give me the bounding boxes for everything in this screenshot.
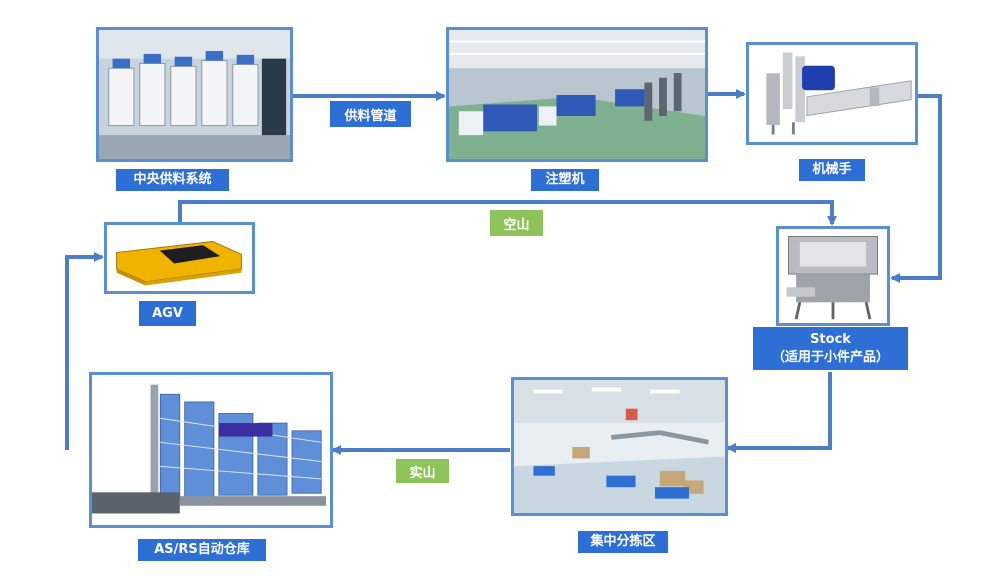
stock-machine-image <box>776 226 890 326</box>
empty-return-label: 空山 <box>490 210 543 236</box>
stock-label-line2: （适用于小件产品） <box>771 349 889 365</box>
injection-machine-label-text: 注塑机 <box>545 172 585 187</box>
arrow-robot-to-stock <box>890 94 942 283</box>
asrs-warehouse-label-text: AS/RS自动仓库 <box>154 542 250 557</box>
stock-label-line1: Stock <box>810 331 851 347</box>
injection-machine-label: 注塑机 <box>531 169 599 191</box>
asrs-warehouse-image <box>89 372 333 528</box>
robot-arm-image <box>746 42 918 145</box>
central-feed-system-label-text: 中央供料系统 <box>133 172 212 187</box>
arrow-asrs-to-agv <box>65 252 104 450</box>
sorting-area-image <box>511 377 728 516</box>
central-feed-system-label: 中央供料系统 <box>116 169 229 191</box>
empty-return-label-text: 空山 <box>503 217 530 233</box>
arrow-stock-to-sorting <box>726 372 832 453</box>
sorting-area-label-text: 集中分拣区 <box>590 534 656 549</box>
injection-machine-image <box>446 27 708 162</box>
full-transfer-label: 实山 <box>396 459 449 483</box>
feed-pipe-label-text: 供料管道 <box>344 108 397 124</box>
feed-pipe-label: 供料管道 <box>330 101 411 127</box>
robot-arm-label: 机械手 <box>799 159 865 181</box>
agv-label: AGV <box>139 301 196 326</box>
agv-image <box>104 222 255 294</box>
stock-label: Stock （适用于小件产品） <box>753 327 908 370</box>
robot-arm-label-text: 机械手 <box>812 162 852 177</box>
sorting-area-label: 集中分拣区 <box>578 531 668 553</box>
asrs-warehouse-label: AS/RS自动仓库 <box>138 539 266 561</box>
arrow-agv-to-stock <box>178 200 837 226</box>
full-transfer-label-text: 实山 <box>409 465 436 481</box>
central-feed-system-image <box>96 27 293 162</box>
agv-label-text: AGV <box>152 305 183 321</box>
